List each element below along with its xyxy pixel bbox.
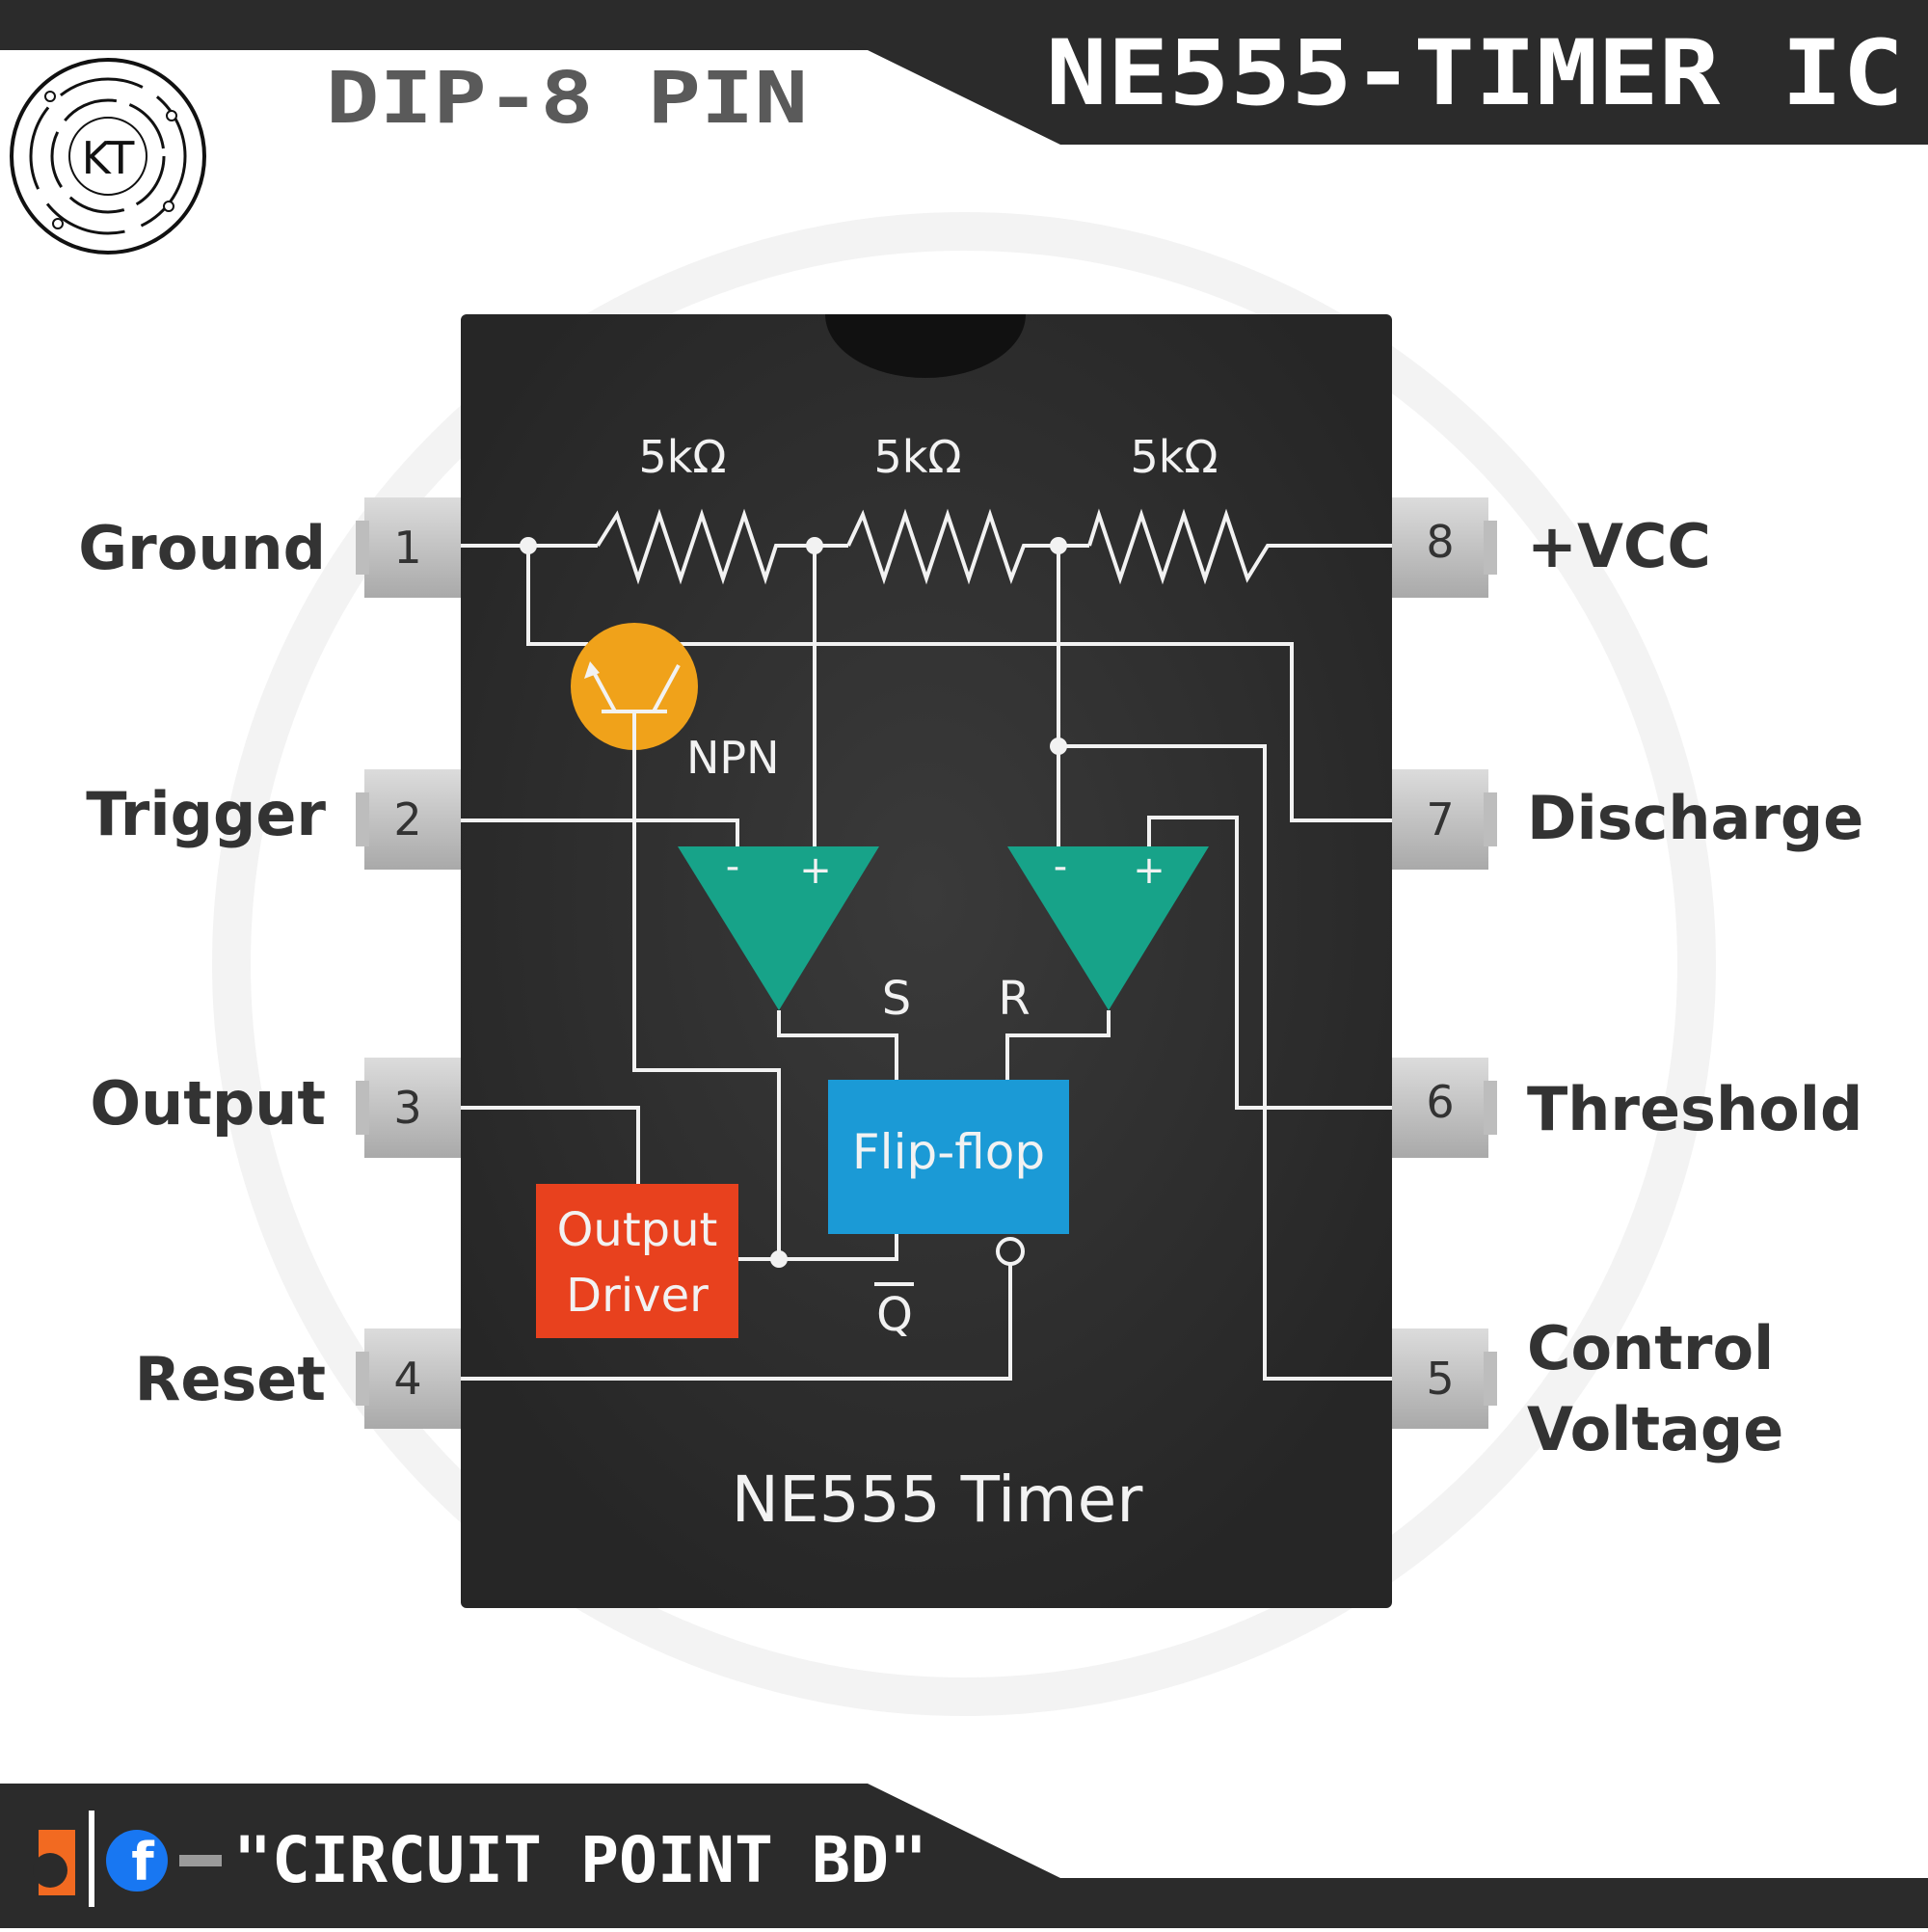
pin-label-ground: Ground (78, 513, 326, 583)
resistor-value-2: 5kΩ (873, 431, 961, 483)
pin-3: 3 (356, 1058, 461, 1158)
kt-logo: KT (10, 58, 206, 255)
pin-4: 4 (356, 1328, 461, 1429)
resistor-3 (1087, 508, 1392, 585)
footer-page-name: "CIRCUIT POINT BD" (233, 1823, 927, 1897)
pin-label-output: Output (90, 1068, 326, 1139)
pins-left: 1 2 3 4 (356, 497, 461, 1429)
comparator-plus: + (799, 848, 832, 893)
brand-logo-icon (33, 1811, 94, 1907)
chip-body (461, 314, 1392, 1608)
pin-number: 4 (393, 1353, 421, 1405)
pin-label-reset: Reset (135, 1344, 326, 1414)
comparator-minus: - (1054, 845, 1067, 889)
comparator-minus: - (726, 845, 739, 889)
header-banner (0, 0, 1928, 145)
pin-label-trigger: Trigger (86, 779, 326, 849)
npn-transistor (571, 623, 698, 752)
facebook-icon[interactable]: f (106, 1830, 168, 1892)
trigger-comparator: - + (678, 845, 879, 1010)
pin-number: 3 (393, 1082, 421, 1134)
flip-flop-label: Flip-flop (852, 1124, 1045, 1180)
watermark-ring (212, 212, 1716, 1716)
wiring (461, 508, 1392, 1381)
pin-8: 8 (1392, 497, 1497, 598)
pin-label-voltage: Voltage (1527, 1394, 1783, 1464)
output-driver-block (536, 1184, 738, 1338)
pin-number: 2 (393, 793, 421, 845)
resistor-1 (596, 508, 848, 585)
pin-6: 6 (1392, 1058, 1497, 1158)
logo-text: KT (82, 132, 136, 184)
qbar-label: Q (876, 1288, 913, 1342)
page-title: NE555-TIMER IC (1046, 21, 1904, 126)
pin-number: 1 (393, 522, 421, 574)
pin-label-discharge: Discharge (1527, 783, 1863, 853)
set-label: S (882, 972, 911, 1026)
pin-number: 6 (1426, 1076, 1454, 1128)
flip-flop-block (828, 1080, 1069, 1234)
pin-number: 8 (1426, 516, 1454, 568)
pin-number: 5 (1426, 1353, 1454, 1405)
pin-number: 7 (1426, 793, 1454, 845)
pin-2: 2 (356, 769, 461, 870)
resistor-value-1: 5kΩ (638, 431, 726, 483)
resistor-2 (846, 508, 1089, 585)
comparator-plus: + (1133, 848, 1165, 893)
resistor-value-3: 5kΩ (1130, 431, 1218, 483)
package-label: DIP-8 PIN (326, 57, 808, 140)
reset-input-label: R (998, 972, 1030, 1026)
svg-text:f: f (131, 1832, 154, 1892)
pin-label-vcc: +VCC (1527, 511, 1711, 581)
output-driver-line2: Driver (566, 1269, 709, 1323)
pin-label-control: Control (1527, 1313, 1774, 1383)
pin-5: 5 (1392, 1328, 1497, 1429)
pins-right: 8 7 6 5 (1392, 497, 1497, 1429)
junction-dots (520, 537, 1067, 1268)
pin-label-threshold: Threshold (1527, 1074, 1862, 1144)
chip-name: NE555 Timer (732, 1462, 1144, 1537)
threshold-comparator: - + (1007, 845, 1209, 1010)
pin-7: 7 (1392, 769, 1497, 870)
chip-notch (825, 314, 1026, 378)
output-driver-line1: Output (557, 1203, 718, 1257)
pin-1: 1 (356, 497, 461, 598)
reset-bubble (996, 1237, 1025, 1266)
footer-dash (179, 1855, 222, 1866)
transistor-label: NPN (686, 732, 780, 784)
footer-banner (0, 1784, 1928, 1928)
